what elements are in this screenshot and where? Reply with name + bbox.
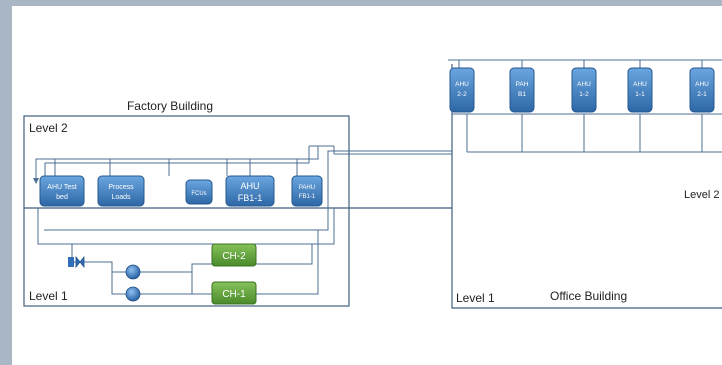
unit-label: FB1-1 (299, 194, 316, 200)
factory-piping (33, 145, 452, 295)
factory-building-title: Factory Building (127, 99, 213, 113)
unit-pahu-fb1-1: PAHU FB1-1 (291, 175, 323, 207)
diagram-page: Factory Building Level 2 Level 1 (12, 6, 722, 365)
factory-outline (23, 115, 350, 307)
unit-label: B1 (518, 91, 526, 98)
unit-label: AHU (695, 81, 709, 88)
unit-label: AHU Test (47, 184, 76, 191)
office-building: Level 1 Office Building Level 2 AHU 2-2 … (448, 59, 722, 309)
office-piping (448, 59, 722, 153)
unit-label: FCUs (191, 191, 206, 197)
chiller-ch-1: CH-1 (211, 281, 257, 305)
unit-label: 2-2 (457, 91, 467, 98)
unit-label: PAH (516, 81, 529, 88)
unit-ahu-fb1-1: AHU FB1-1 (225, 175, 275, 207)
valve-icon (68, 255, 85, 269)
unit-label: 2-1 (697, 91, 707, 98)
unit-label: AHU (455, 81, 469, 88)
unit-label: PAHU (299, 185, 315, 191)
office-outline (451, 64, 722, 309)
office-building-title: Office Building (550, 289, 627, 303)
unit-label: FB1-1 (238, 193, 263, 203)
unit-process-loads: Process Loads (97, 175, 145, 207)
unit-ahu-2-2: AHU 2-2 (449, 67, 475, 113)
office-level1-label: Level 1 (456, 291, 495, 305)
chiller-label: CH-2 (222, 251, 246, 262)
chiller-label: CH-1 (222, 289, 246, 300)
unit-label: bed (56, 194, 68, 201)
factory-level1-label: Level 1 (29, 289, 68, 303)
unit-label: AHU (633, 81, 647, 88)
unit-label: Process (108, 184, 134, 191)
unit-ahu-2-1: AHU 2-1 (689, 67, 715, 113)
hvac-schematic: Factory Building Level 2 Level 1 (23, 59, 722, 309)
unit-label: Loads (111, 194, 131, 201)
unit-label: AHU (577, 81, 591, 88)
unit-label: 1-2 (579, 91, 589, 98)
pump-icon (125, 286, 141, 302)
unit-pah-b1: PAH B1 (509, 67, 535, 113)
unit-ahu-1-1: AHU 1-1 (627, 67, 653, 113)
office-level2-label: Level 2 (684, 189, 719, 201)
factory-level2-label: Level 2 (29, 121, 68, 135)
unit-fcus: FCUs (185, 179, 213, 205)
factory-building: Factory Building Level 2 Level 1 (23, 99, 452, 307)
chiller-ch-2: CH-2 (211, 243, 257, 267)
unit-ahu-1-2: AHU 1-2 (571, 67, 597, 113)
pump-icon (125, 264, 141, 280)
unit-label: 1-1 (635, 91, 645, 98)
unit-label: AHU (240, 181, 259, 191)
unit-ahu-test-bed: AHU Test bed (39, 175, 85, 207)
